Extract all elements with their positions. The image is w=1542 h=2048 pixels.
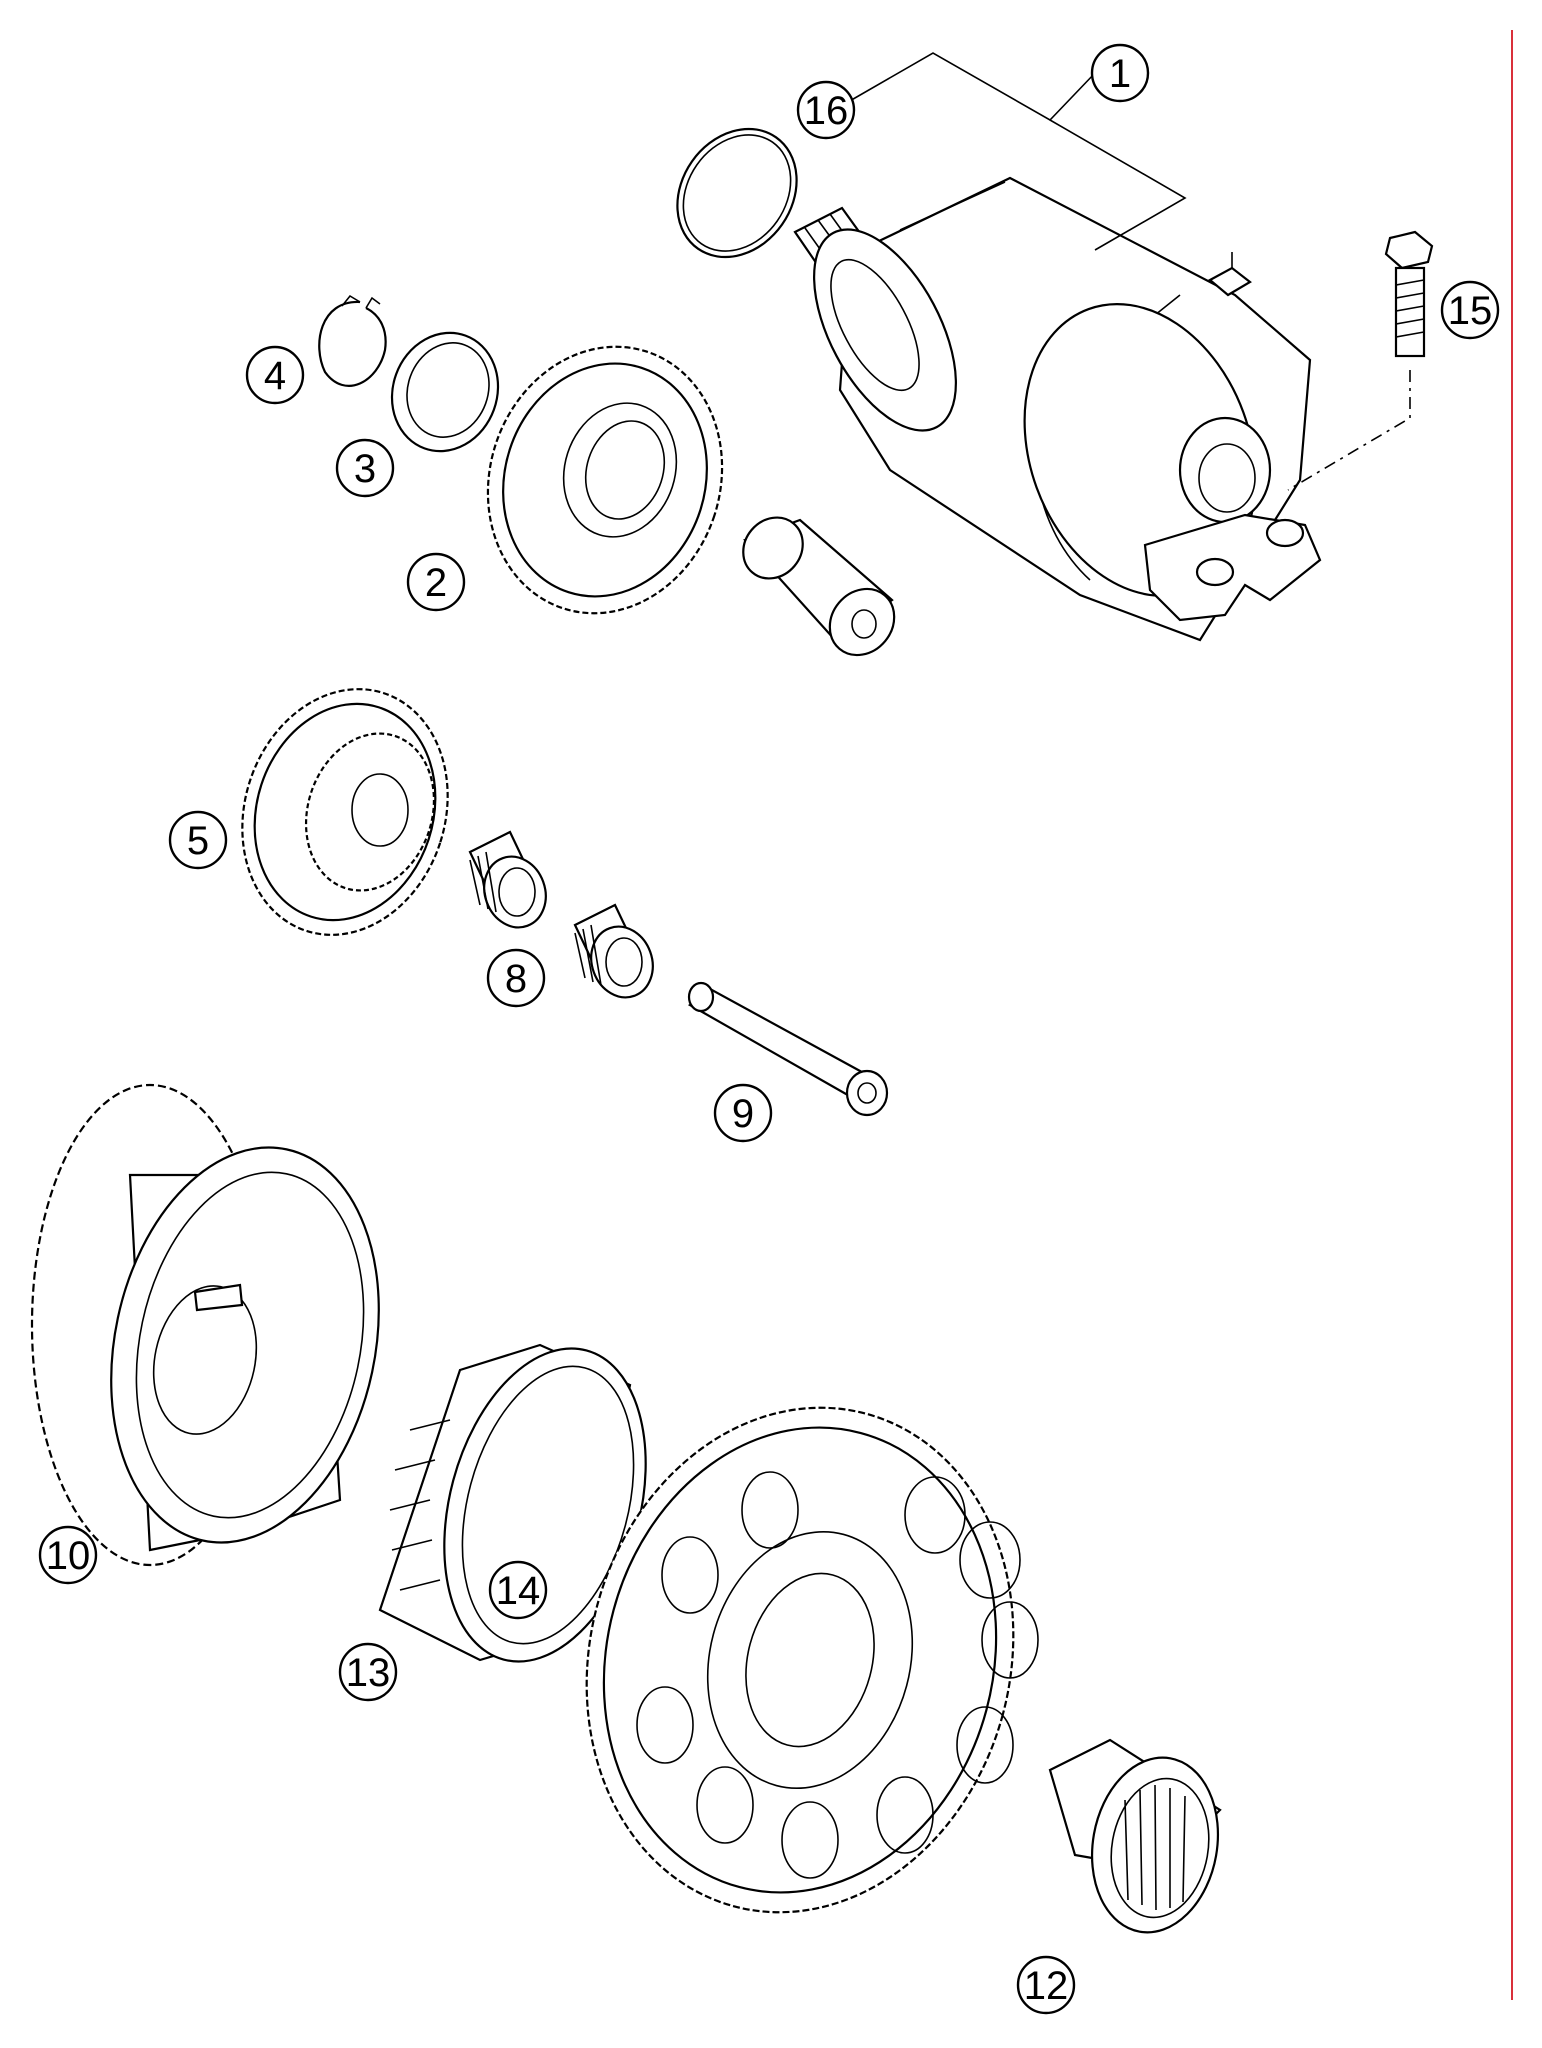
callout-circle: [168, 810, 228, 870]
callout-number: 12: [1024, 1964, 1069, 2008]
callout-circle: [486, 948, 546, 1008]
screw-part: [1287, 230, 1434, 491]
callout-number: 1: [1109, 52, 1131, 96]
callout-number: 16: [804, 89, 849, 133]
callout-1: 1: [1090, 43, 1150, 103]
shaft-part: [687, 981, 889, 1117]
callout-12: 12: [1016, 1955, 1076, 2015]
callout-group: 1 16 15 4 3 2 5 8 9 10 13 14 12: [38, 43, 1500, 2015]
starter-motor-part: [793, 176, 1322, 642]
callout-number: 14: [496, 1569, 541, 1613]
callout-9: 9: [713, 1083, 773, 1143]
callout-circle: [796, 80, 856, 140]
o-ring-part: [676, 127, 798, 259]
callout-circle: [713, 1083, 773, 1143]
double-gear-part: [241, 688, 449, 936]
callout-5: 5: [168, 810, 228, 870]
callout-number: 2: [425, 561, 447, 605]
large-gear-part: [585, 1406, 1039, 1914]
callout-number: 10: [46, 1534, 91, 1578]
callout-13: 13: [338, 1642, 398, 1702]
flywheel-housing-part: [30, 1083, 380, 1567]
callout-circle: [245, 345, 305, 405]
callout-number: 5: [187, 819, 209, 863]
callout-circle: [338, 1642, 398, 1702]
callout-circle: [1016, 1955, 1076, 2015]
callout-circle: [335, 438, 395, 498]
callout-number: 3: [354, 447, 376, 491]
callout-number: 13: [346, 1651, 391, 1695]
callout-circle: [406, 552, 466, 612]
leader-line-1: [1049, 119, 1187, 251]
callout-8: 8: [486, 948, 546, 1008]
callout-2: 2: [406, 552, 466, 612]
callout-3: 3: [335, 438, 395, 498]
intermediate-gear-part: [486, 345, 896, 657]
callout-circle: [1090, 43, 1150, 103]
callout-16: 16: [796, 80, 856, 140]
needle-sleeve-part: [1048, 1738, 1222, 1934]
needle-bearings-part: [468, 830, 654, 999]
callout-10: 10: [38, 1525, 98, 1585]
callout-4: 4: [245, 345, 305, 405]
callout-number: 4: [264, 354, 286, 398]
washer-part: [390, 331, 500, 453]
callout-15: 15: [1440, 280, 1500, 340]
callout-circle: [38, 1525, 98, 1585]
callout-number: 15: [1448, 289, 1493, 333]
callout-number: 8: [505, 957, 527, 1001]
callout-14: 14: [488, 1560, 548, 1620]
callout-circle: [1440, 280, 1500, 340]
circlip-part: [318, 294, 387, 387]
callout-number: 9: [732, 1092, 754, 1136]
leader-line-1-16: [847, 52, 1096, 122]
callout-circle: [488, 1560, 548, 1620]
